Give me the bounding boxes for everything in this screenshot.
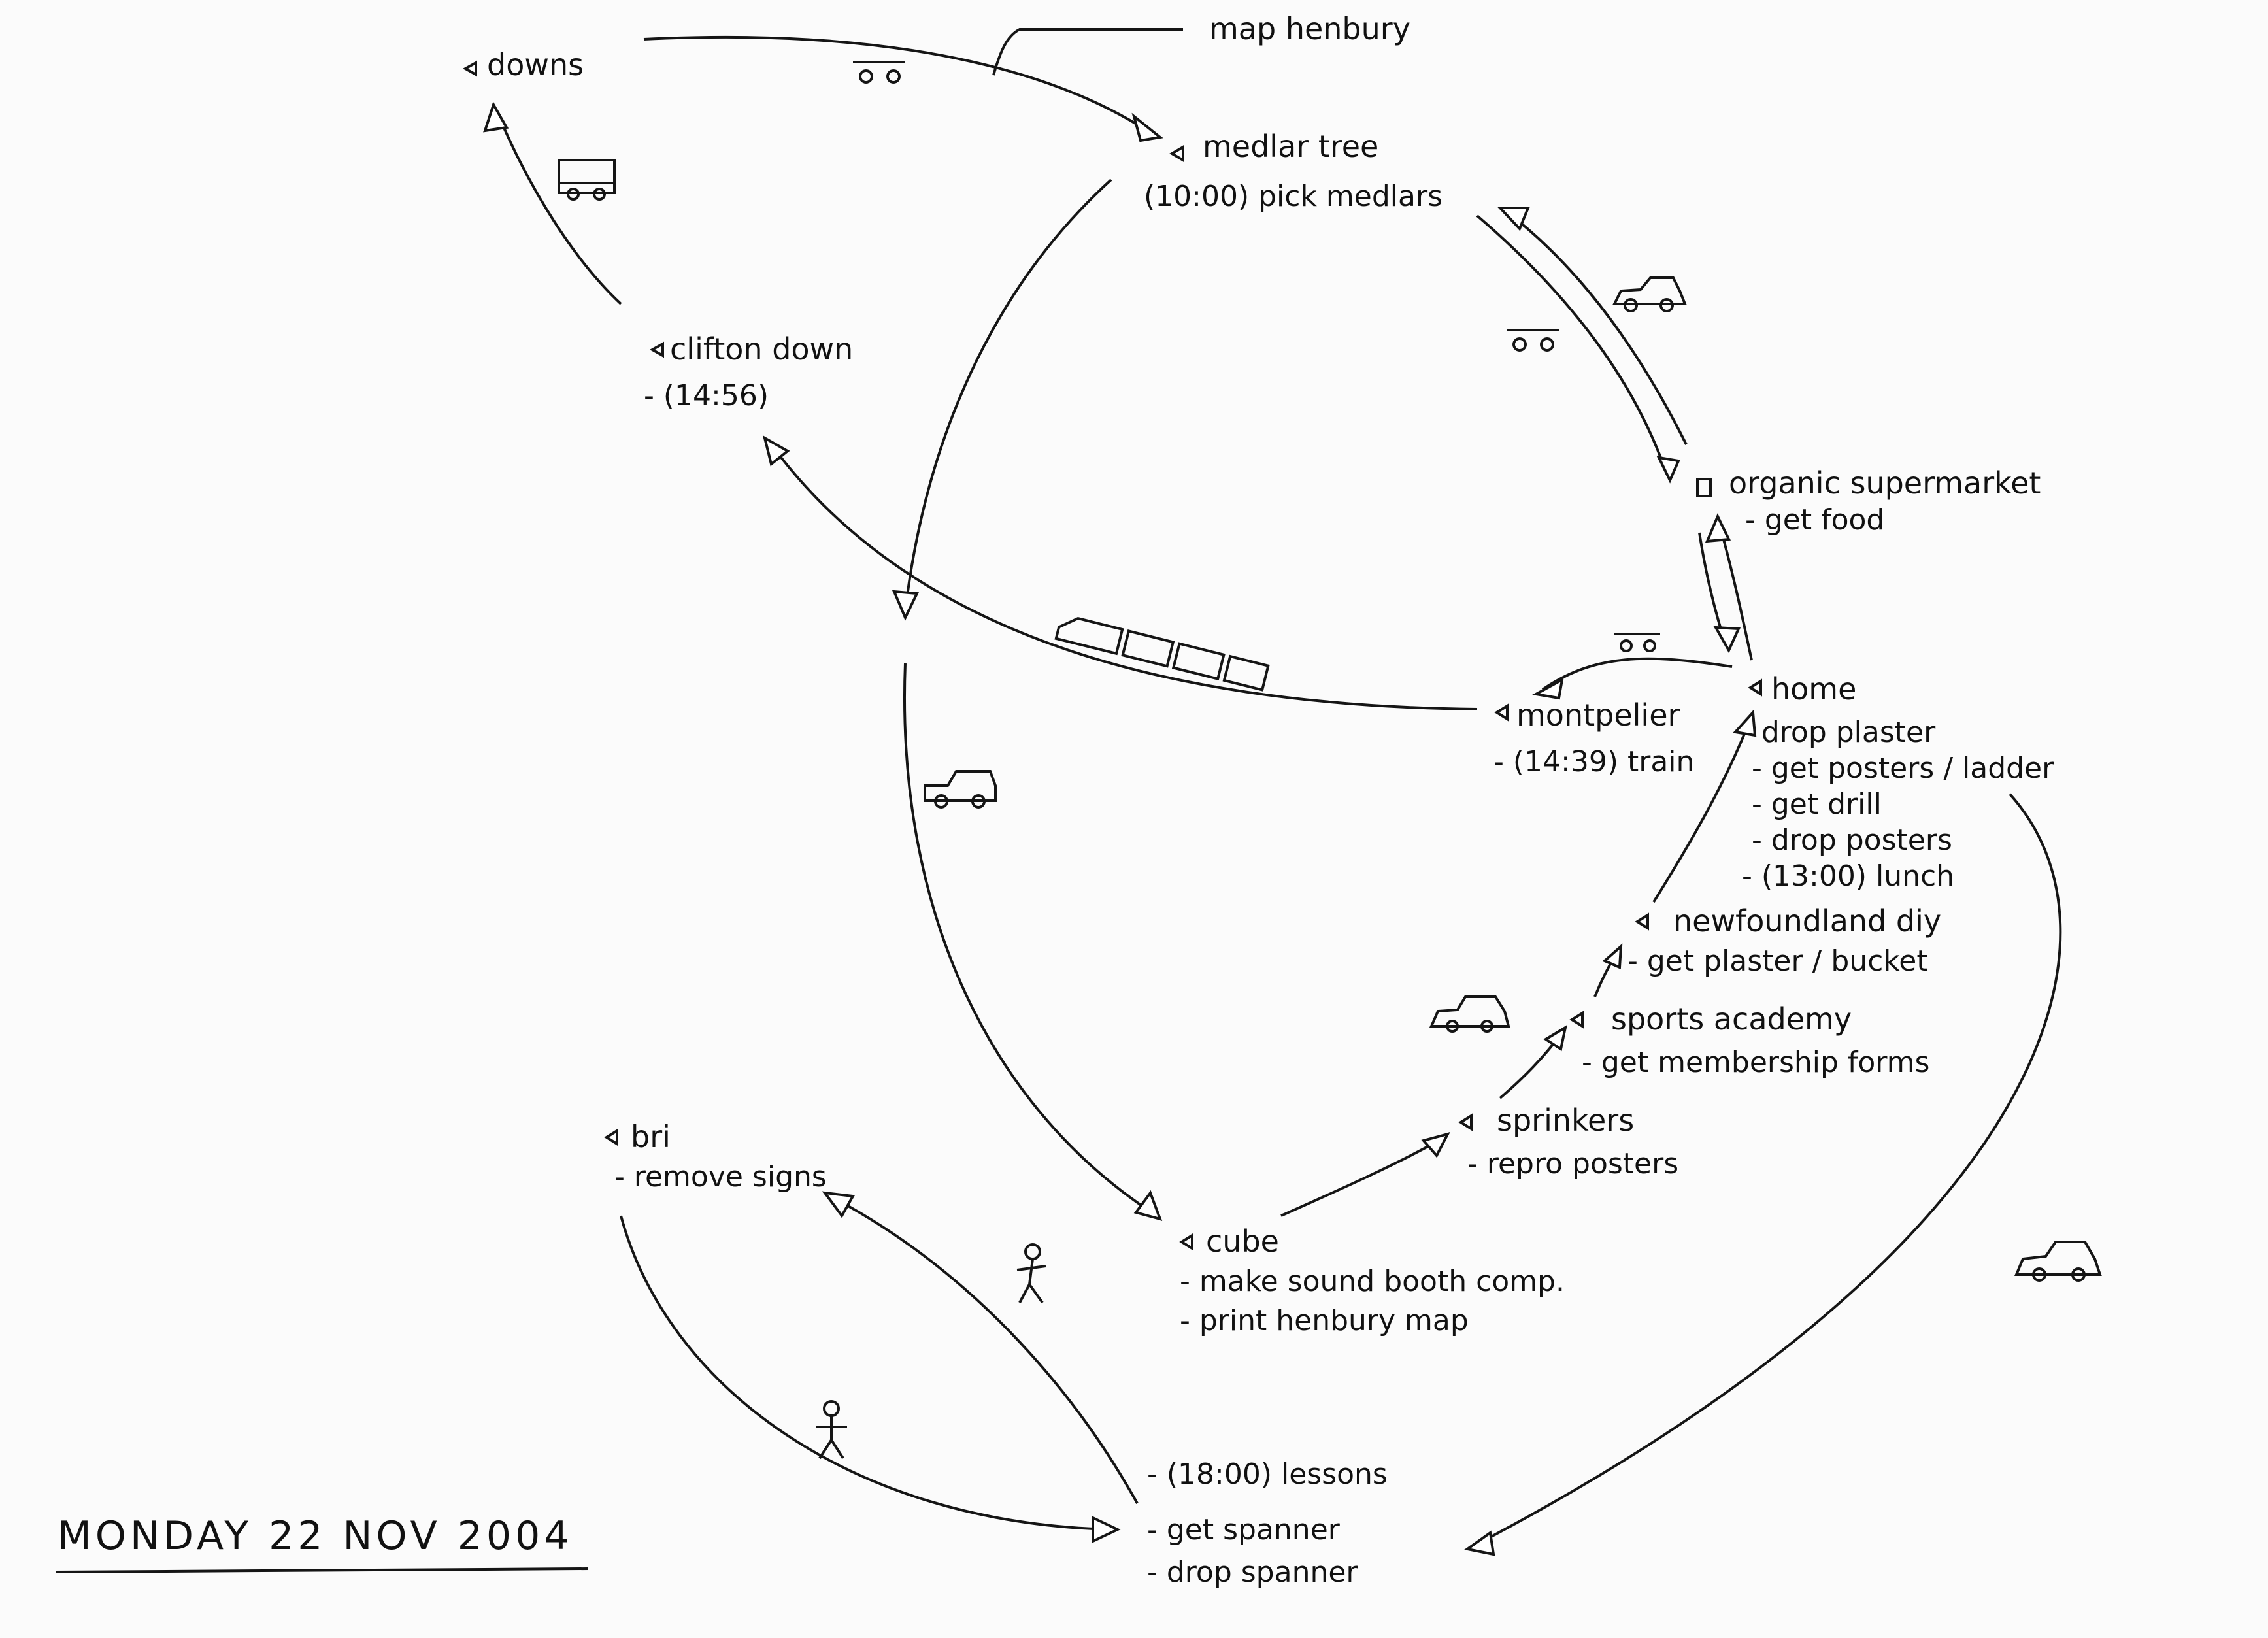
node-title-clifton: clifton down [670,331,853,367]
stop-bullet-icon [1696,478,1712,497]
arrowhead [1464,1530,1495,1556]
car-icon [924,770,997,809]
route-medlar-cube [904,178,1112,612]
arrowhead [1656,456,1680,484]
route-downs-medlar [643,35,1158,139]
stop-bullets [462,60,1762,1251]
car-icon [1429,995,1510,1033]
bicycle-icon [1507,329,1559,352]
route-cube-lower [903,663,1158,1217]
arrowhead [822,1191,856,1218]
node-task: - drop posters [1752,824,1952,857]
date-underline [55,1567,589,1573]
node-task: - get posters / ladder [1752,752,2054,785]
map-henbury-note: map henbury [1209,11,1410,46]
arrowhead [483,101,509,133]
node-task: - (14:39) train [1493,745,1694,778]
arrowhead [1532,677,1564,700]
node-title-newfoundland: newfoundland diy [1673,903,1941,939]
route-lessons-bri [829,1195,1139,1504]
node-task: (10:00) pick medlars [1144,180,1443,213]
walking-person-icon [816,1400,847,1460]
node-task: - (13:00) lunch [1742,860,1954,893]
arrowhead [892,590,920,621]
route-home-lessons [1473,793,2062,1547]
stop-bullet-icon [1635,912,1649,931]
node-title-bri: bri [631,1119,671,1154]
node-title-montpelier: montpelier [1516,697,1680,733]
stop-bullet-icon [462,60,477,77]
stop-labels: downs map henbury medlar tree (10:00) pi… [487,11,2054,1589]
route-bri-lessons [620,1215,1112,1531]
train-icon [1054,616,1270,692]
node-title-cube: cube [1206,1224,1279,1259]
stop-bullet-icon [1748,678,1762,697]
route-cube-sprinkers [1280,1136,1445,1217]
node-task: - get food [1745,503,1884,537]
arrowhead [1133,1190,1163,1221]
node-task: - (18:00) lessons [1147,1458,1388,1491]
stop-bullet-icon [1169,144,1184,163]
route-medlar-organic [1476,214,1668,475]
node-task: - (14:56) [644,379,769,412]
map-henbury-leader [992,28,1183,76]
stop-bullet-icon [1179,1233,1193,1251]
arrowheads [483,101,1757,1556]
node-title-medlar: medlar tree [1203,129,1378,164]
node-task: - drop plaster [1742,716,1936,749]
transport-icons [558,61,2102,1460]
node-title-downs: downs [487,47,584,82]
car-icon [2014,1241,2102,1282]
node-title-sports: sports academy [1611,1001,1852,1037]
arrowhead [1131,112,1163,142]
arrowhead [1602,943,1623,969]
node-task: - get plaster / bucket [1627,944,1928,978]
arrowhead [1713,626,1741,654]
route-montpelier-clifton [770,443,1478,710]
routes [495,28,2062,1547]
node-task: - get drill [1752,788,1882,821]
arrowhead [1421,1131,1450,1158]
stop-bullet-icon [649,341,664,358]
node-title-home: home [1771,671,1856,707]
node-task: - repro posters [1467,1147,1678,1180]
van-icon [558,159,616,201]
walking-person-icon [1016,1243,1046,1304]
arrowhead [1733,709,1757,737]
route-newfoundland-home [1652,715,1753,903]
stop-bullet-icon [1494,703,1509,722]
route-organic-medlar [1502,208,1688,445]
node-task: - drop spanner [1147,1556,1358,1589]
node-task: - get spanner [1147,1513,1341,1546]
stop-bullet-icon [1569,1011,1584,1029]
arrowhead [1092,1515,1121,1544]
node-task: - make sound booth comp. [1180,1265,1565,1298]
arrowhead [762,435,790,467]
date-label: MONDAY 22 NOV 2004 [58,1513,573,1559]
arrowhead [1543,1024,1567,1052]
stop-bullet-icon [1458,1113,1473,1131]
stop-bullet-icon [604,1128,618,1146]
bicycle-icon [853,61,905,84]
date-block: MONDAY 22 NOV 2004 [55,1513,589,1573]
node-title-organic: organic supermarket [1729,465,2041,501]
bicycle-icon [1614,633,1660,652]
node-title-sprinkers: sprinkers [1497,1103,1634,1138]
node-task: - print henbury map [1180,1304,1469,1337]
route-home-montpelier [1541,657,1733,691]
route-clifton-downs [495,110,622,305]
node-task: - remove signs [614,1160,827,1194]
arrowhead [1497,207,1530,231]
car-icon [1612,276,1687,312]
node-task: - get membership forms [1582,1046,1929,1079]
arrowhead [1705,513,1731,543]
